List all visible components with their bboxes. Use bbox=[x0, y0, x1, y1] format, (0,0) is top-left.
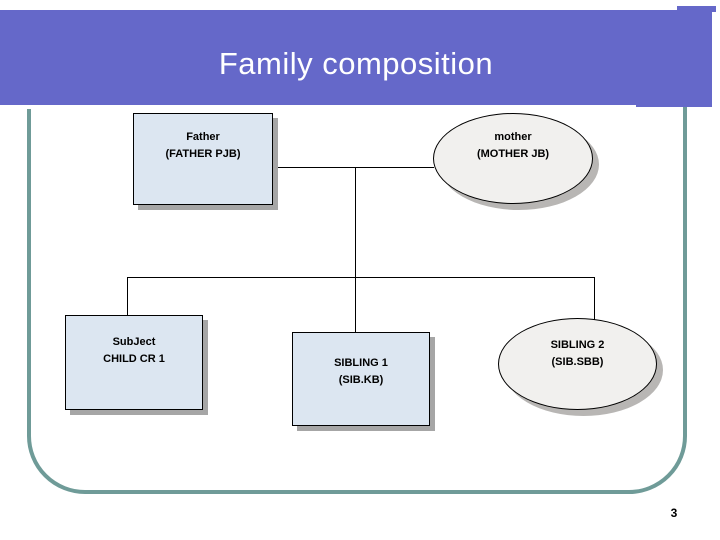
node-subject-line2: CHILD CR 1 bbox=[103, 353, 165, 365]
node-sibling2-line1: SIBLING 2 bbox=[550, 339, 605, 351]
connector-drop-sibling2 bbox=[594, 277, 595, 321]
page-number: 3 bbox=[670, 506, 678, 520]
node-sibling1-line1: SIBLING 1 bbox=[334, 357, 388, 369]
connector-children-rail bbox=[127, 277, 595, 278]
connector-father-mother bbox=[273, 167, 434, 168]
connector-parents-stem bbox=[355, 167, 356, 278]
node-sibling1: SIBLING 1 (SIB.KB) bbox=[292, 332, 430, 426]
node-mother-line2: (MOTHER JB) bbox=[476, 148, 550, 160]
node-subject-child: SubJect CHILD CR 1 bbox=[65, 315, 203, 410]
banner-corner-notch bbox=[677, 6, 716, 12]
node-father: Father (FATHER PJB) bbox=[133, 113, 273, 205]
connector-drop-sibling1 bbox=[355, 277, 356, 334]
title-underline bbox=[0, 105, 636, 109]
node-sibling1-line2: (SIB.KB) bbox=[338, 374, 384, 386]
node-sibling2: SIBLING 2 (SIB.SBB) bbox=[498, 318, 657, 410]
connector-drop-subject bbox=[127, 277, 128, 317]
content-frame-border bbox=[27, 58, 687, 494]
node-subject-line1: SubJect bbox=[112, 336, 156, 348]
node-mother: mother (MOTHER JB) bbox=[433, 113, 593, 204]
node-mother-line1: mother bbox=[494, 131, 532, 143]
node-sibling2-line2: (SIB.SBB) bbox=[551, 356, 604, 368]
title-banner: Family composition bbox=[0, 10, 712, 109]
node-father-line2: (FATHER PJB) bbox=[165, 148, 241, 160]
node-father-line1: Father bbox=[186, 131, 220, 143]
slide-title: Family composition bbox=[218, 45, 494, 81]
